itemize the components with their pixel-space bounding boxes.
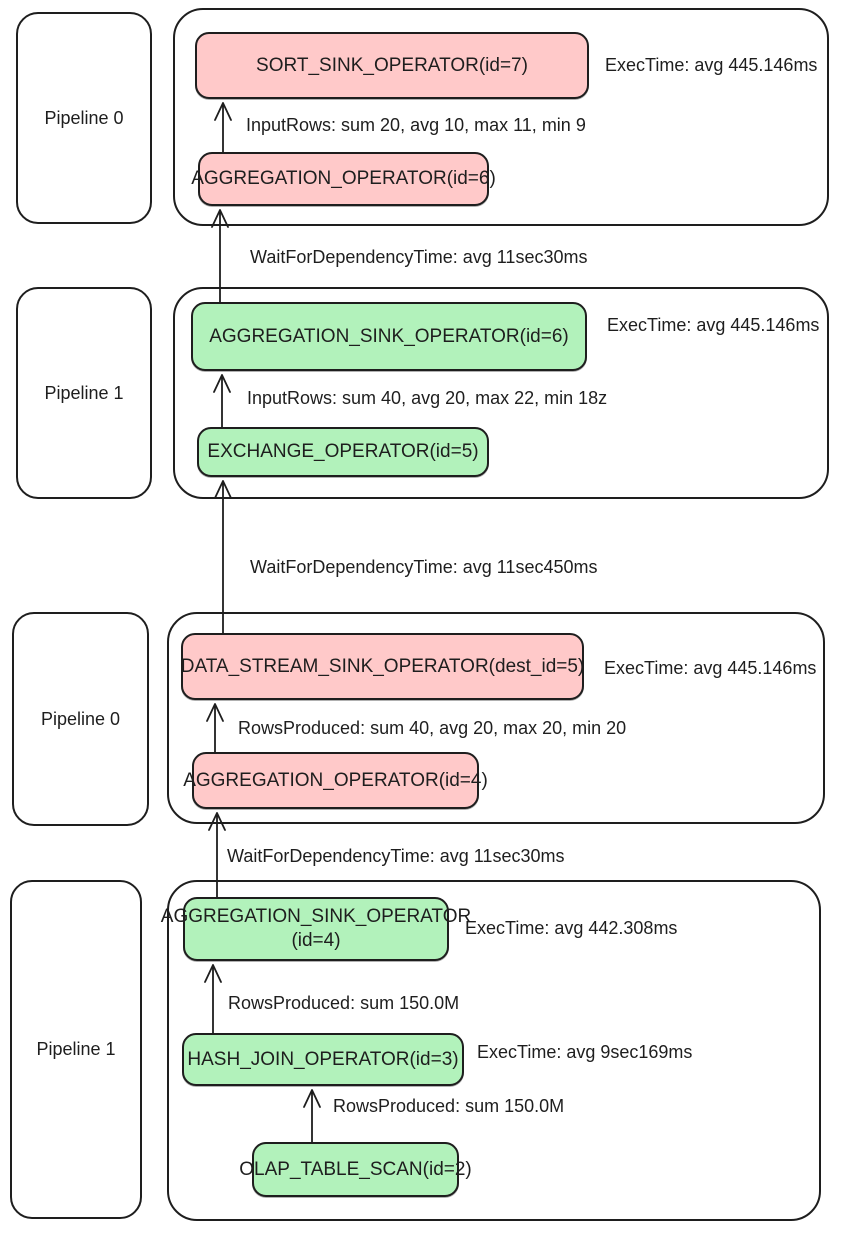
metric-waitfordependency-1: WaitForDependencyTime: avg 11sec30ms: [250, 247, 588, 267]
metric-inputrows-exchange-5: InputRows: sum 40, avg 20, max 22, min 1…: [247, 388, 608, 408]
metric-rowsproduced-aggregation-4: RowsProduced: sum 40, avg 20, max 20, mi…: [238, 718, 627, 738]
operator-node-aggregation-4: AGGREGATION_OPERATOR(id=4): [183, 752, 488, 809]
metric-exectime-aggregation-sink-4: ExecTime: avg 442.308ms: [465, 918, 678, 938]
operator-node-aggregation-sink-4: AGGREGATION_SINK_OPERATOR (id=4): [161, 897, 471, 961]
pipeline-label-0-lower: Pipeline 0: [12, 612, 149, 826]
pipeline-label-0-top: Pipeline 0: [16, 12, 152, 224]
pipeline-label-text: Pipeline 1: [44, 382, 124, 403]
pipeline-label-text: Pipeline 1: [36, 1039, 116, 1059]
pipeline-label-text: Pipeline 0: [40, 708, 121, 729]
operator-node-olap-table-scan-2: OLAP_TABLE_SCAN(id=2): [239, 1142, 472, 1197]
metric-exectime-sort-sink: ExecTime: avg 445.146ms: [605, 55, 818, 75]
pipeline-label-text: Pipeline 0: [44, 107, 124, 128]
pipeline-label-1-bottom: Pipeline 1: [10, 880, 142, 1219]
metric-exectime-aggregation-sink-6: ExecTime: avg 445.146ms: [607, 315, 820, 335]
operator-node-exchange-5: EXCHANGE_OPERATOR(id=5): [197, 427, 489, 477]
metric-rowsproduced-olap-scan: RowsProduced: sum 150.0M: [333, 1096, 565, 1116]
operator-node-aggregation-6: AGGREGATION_OPERATOR(id=6): [191, 152, 496, 206]
operator-node-sort-sink-7: SORT_SINK_OPERATOR(id=7): [195, 32, 589, 99]
operator-node-hash-join-3: HASH_JOIN_OPERATOR(id=3): [182, 1033, 464, 1086]
metric-rowsproduced-hash-join: RowsProduced: sum 150.0M: [228, 993, 460, 1013]
metric-waitfordependency-3: WaitForDependencyTime: avg 11sec30ms: [227, 846, 565, 866]
metric-exectime-data-stream-sink: ExecTime: avg 445.146ms: [604, 658, 817, 678]
metric-exectime-hash-join: ExecTime: avg 9sec169ms: [477, 1042, 693, 1062]
metric-inputrows-aggregation-6: InputRows: sum 20, avg 10, max 11, min 9: [246, 115, 586, 135]
metric-waitfordependency-2: WaitForDependencyTime: avg 11sec450ms: [250, 557, 598, 577]
arrow-datastream-to-exchange5: [214, 480, 232, 634]
operator-node-data-stream-sink-5: DATA_STREAM_SINK_OPERATOR(dest_id=5): [181, 633, 584, 700]
operator-node-aggregation-sink-6: AGGREGATION_SINK_OPERATOR(id=6): [191, 302, 587, 371]
pipeline-label-1-upper: Pipeline 1: [16, 287, 152, 499]
